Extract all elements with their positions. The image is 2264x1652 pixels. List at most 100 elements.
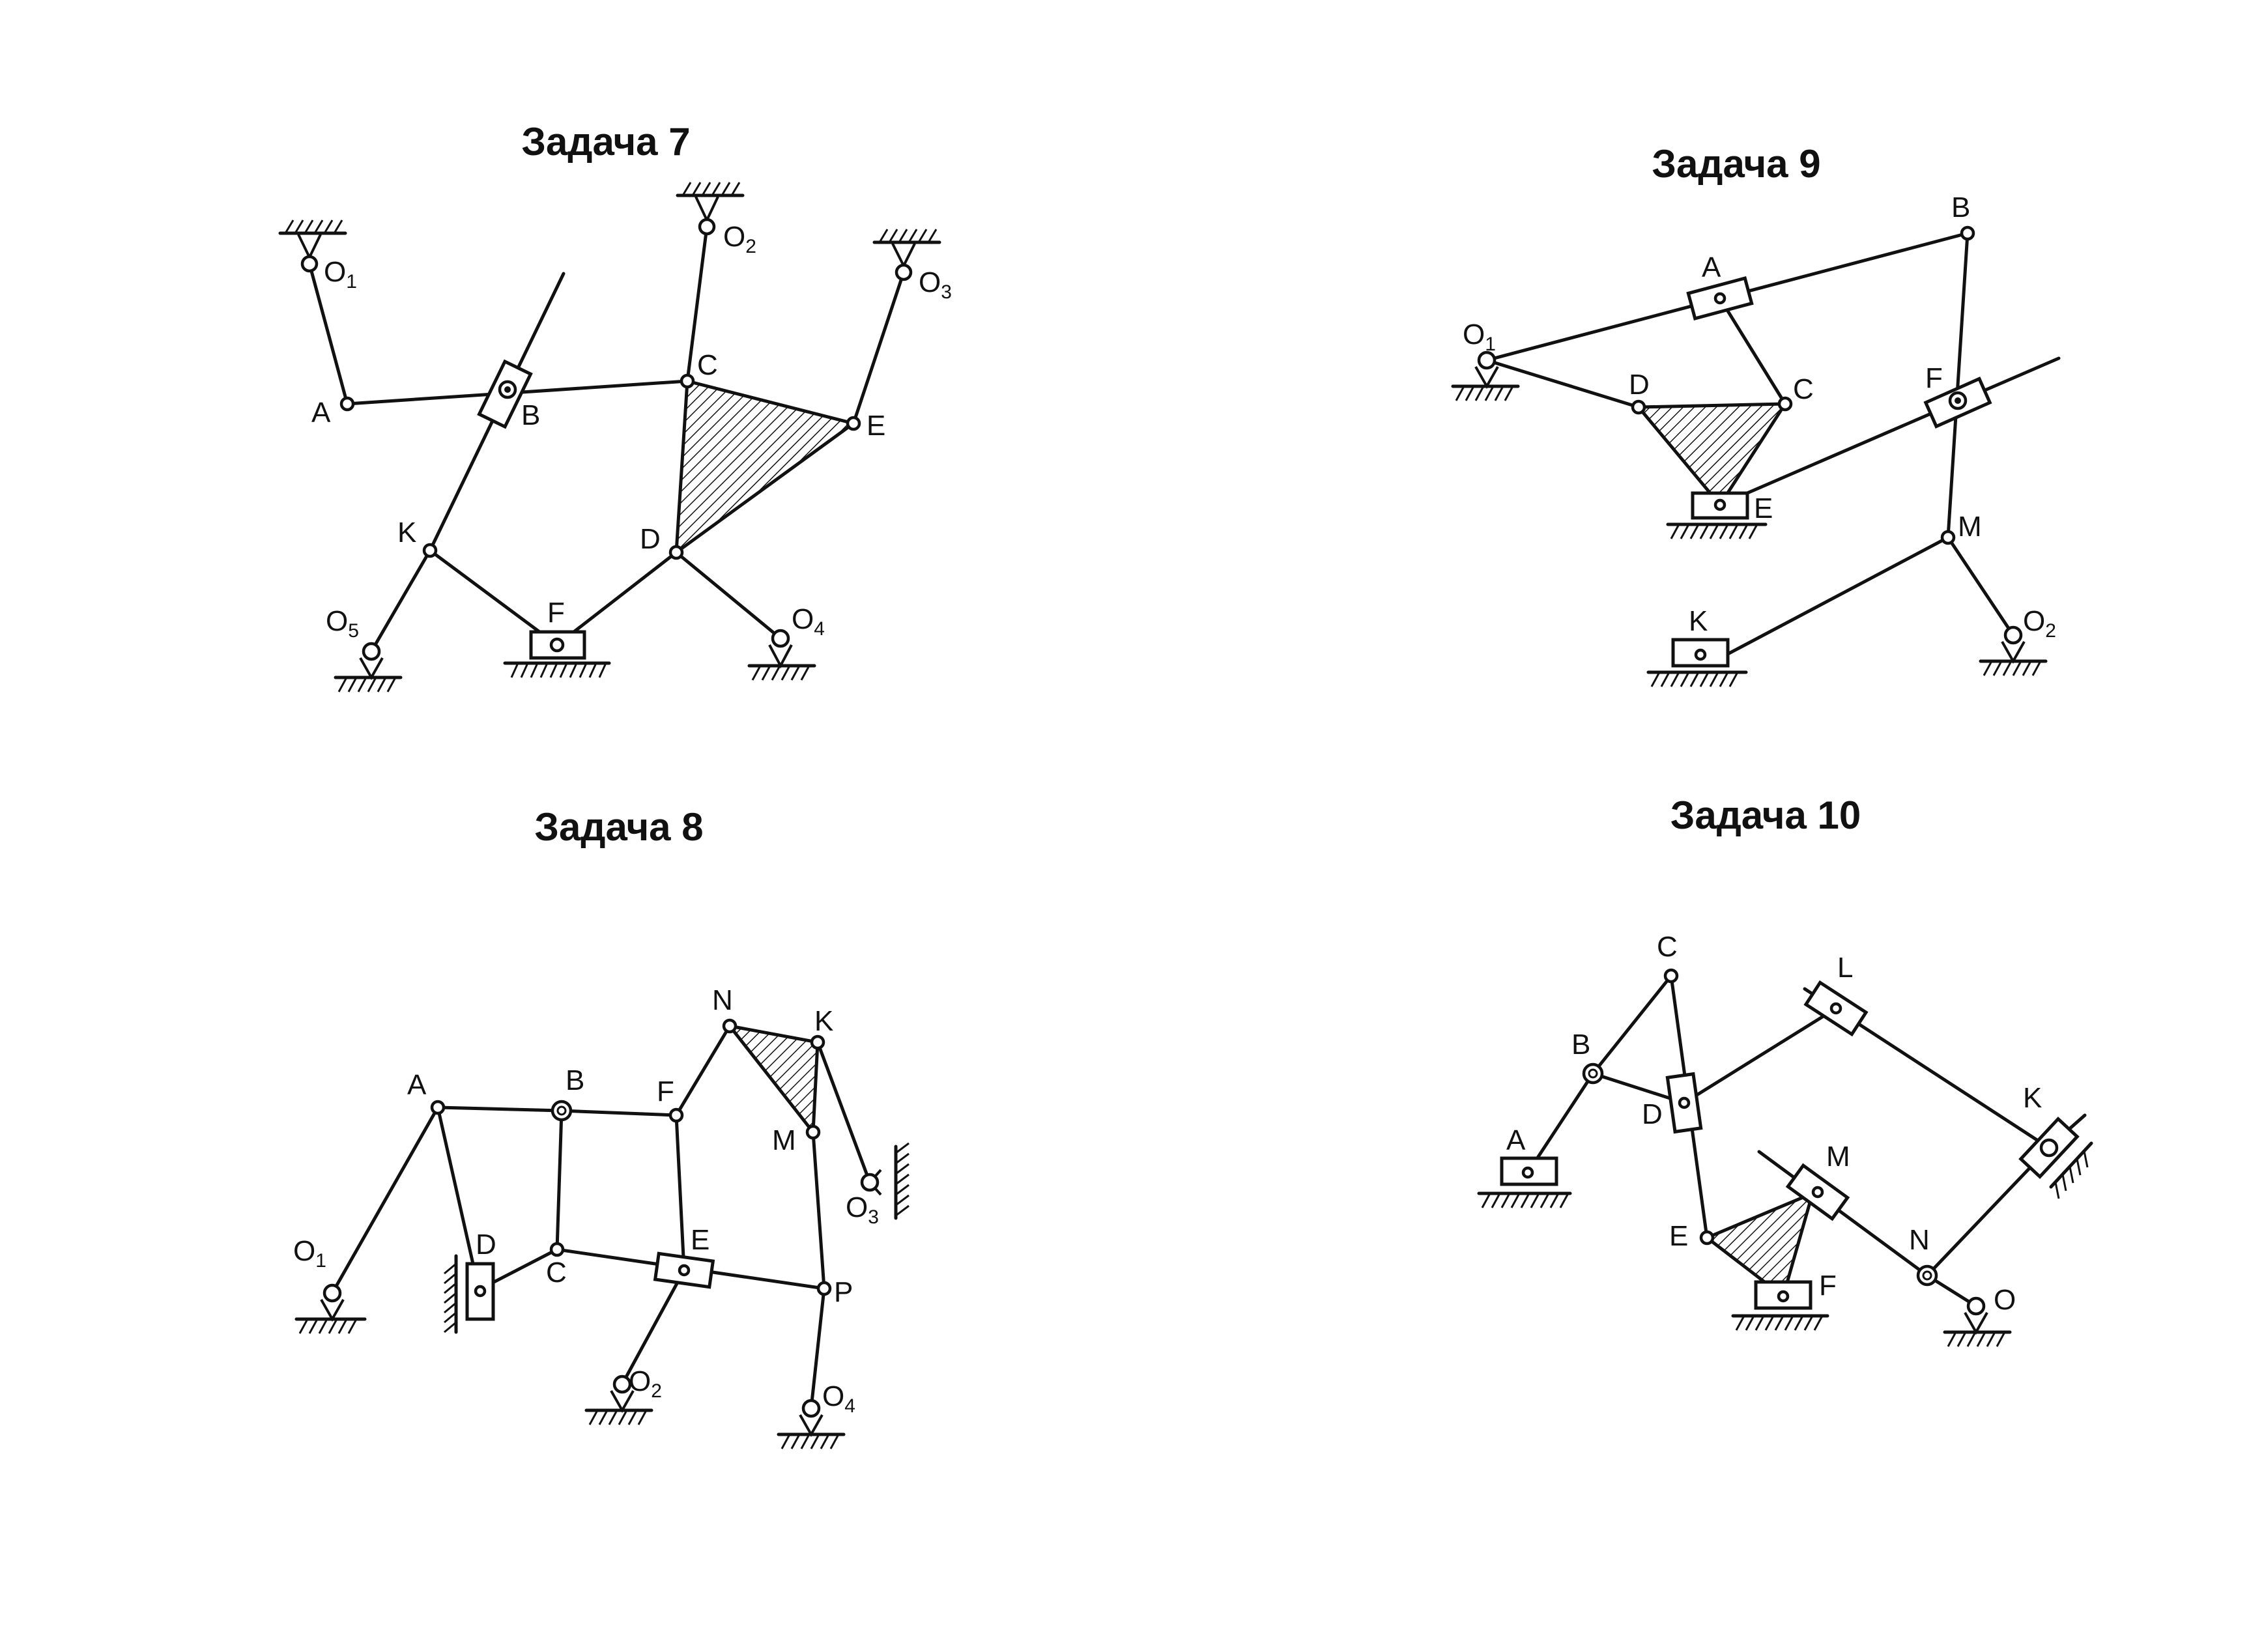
label-o2: O2	[723, 221, 756, 257]
link-b-c	[1591, 974, 1673, 1075]
joint-e	[678, 1264, 691, 1277]
rigid-triangle-cde	[674, 378, 857, 556]
label-d: D	[1642, 1098, 1663, 1130]
link-p-o4	[809, 1287, 826, 1410]
label-n: N	[1909, 1224, 1930, 1256]
joint-l	[1829, 1002, 1842, 1015]
problem-9-title: Задача 9	[1652, 142, 1820, 186]
joint-o3	[860, 1173, 880, 1192]
label-f: F	[1819, 1270, 1837, 1302]
label-b: B	[1951, 192, 1970, 223]
link-n-k	[1925, 1146, 2051, 1277]
label-f: F	[547, 597, 565, 629]
label-d: D	[640, 523, 661, 555]
label-o3: O3	[919, 266, 952, 303]
label-e: E	[691, 1224, 709, 1256]
link-k-o3	[816, 1040, 872, 1184]
label-k: K	[814, 1005, 833, 1037]
joint-m	[805, 1124, 821, 1140]
label-c: C	[1657, 931, 1678, 963]
label-o4: O4	[822, 1380, 855, 1417]
joint-f	[549, 637, 565, 653]
joint-b	[1960, 225, 1975, 241]
joint-c	[680, 373, 695, 389]
label-a: A	[407, 1069, 427, 1101]
joint-f	[668, 1107, 684, 1123]
joint-f	[1777, 1290, 1790, 1303]
link-o1-a	[330, 1105, 440, 1295]
label-a: A	[311, 397, 331, 429]
label-e: E	[1754, 492, 1773, 524]
problem-10-title: Задача 10	[1670, 793, 1861, 837]
rod-m-n	[1757, 1150, 1929, 1277]
wall-d-hatch	[444, 1262, 457, 1333]
label-l: L	[1837, 952, 1853, 984]
support-o3	[872, 229, 941, 269]
rigid-triangle-nkm	[725, 1023, 820, 1137]
label-o5: O5	[326, 605, 359, 642]
link-o3-e	[852, 270, 906, 425]
label-k: K	[397, 517, 416, 548]
label-o1: O1	[293, 1235, 326, 1272]
joint-o1	[322, 1283, 342, 1303]
joint-k	[1694, 648, 1707, 661]
joint-k	[422, 543, 438, 558]
label-e: E	[867, 410, 885, 442]
joint-o2	[612, 1374, 632, 1394]
link-a-c	[1718, 296, 1787, 406]
joint-o2	[698, 218, 716, 236]
label-n: N	[712, 984, 733, 1016]
joint-o3	[895, 263, 913, 281]
label-o2: O2	[2023, 605, 2056, 642]
label-k: K	[1689, 605, 1708, 637]
support-o2	[584, 1390, 653, 1425]
link-b-m	[1946, 231, 1970, 539]
joint-a	[339, 396, 355, 412]
joint-o5	[362, 642, 381, 661]
rigid-triangle-emf	[1704, 1190, 1815, 1300]
support-o4	[747, 644, 816, 681]
link-f-d	[555, 550, 678, 647]
joint-m	[1940, 530, 1956, 545]
label-b: B	[521, 399, 540, 431]
problem-7-title: Задача 7	[521, 120, 690, 164]
joint-c	[1777, 396, 1793, 412]
link-k-o5	[369, 548, 432, 653]
label-b: B	[566, 1064, 584, 1096]
joint-d	[1678, 1096, 1691, 1109]
problem-9-diagram: Задача 9	[1451, 142, 2061, 687]
joint-a	[1521, 1166, 1534, 1179]
label-c: C	[1793, 373, 1814, 405]
support-o1	[1451, 366, 1520, 401]
joint-p	[816, 1281, 832, 1296]
joint-o4	[801, 1399, 821, 1418]
joint-o	[1966, 1296, 1986, 1316]
joint-o2	[2003, 625, 2023, 645]
link-f-n	[674, 1024, 732, 1117]
joint-o4	[771, 629, 790, 648]
problem-7-diagram: Задача 7	[278, 120, 952, 692]
label-b: B	[1571, 1029, 1590, 1061]
link-b-f	[560, 1109, 678, 1117]
link-o2-c	[685, 225, 709, 383]
rigid-triangle-dce	[1635, 402, 1788, 508]
link-d-l	[1682, 1006, 1838, 1105]
label-d: D	[476, 1229, 496, 1260]
joint-m	[1811, 1186, 1824, 1199]
joint-d	[668, 545, 684, 560]
label-a: A	[1506, 1124, 1526, 1156]
label-k: K	[2023, 1082, 2042, 1114]
wall-k	[2049, 1141, 2093, 1189]
label-d: D	[1629, 369, 1650, 401]
problem-10-diagram: Задача 10	[1477, 793, 2093, 1347]
label-a: A	[1702, 251, 1721, 283]
joint-e	[1713, 498, 1727, 511]
support-o2	[676, 182, 745, 223]
link-d-o4	[674, 550, 782, 640]
label-o1: O1	[324, 256, 357, 292]
label-c: C	[546, 1257, 567, 1289]
joint-c	[549, 1242, 565, 1257]
label-m: M	[772, 1124, 796, 1156]
link-m-o2	[1946, 535, 2015, 637]
